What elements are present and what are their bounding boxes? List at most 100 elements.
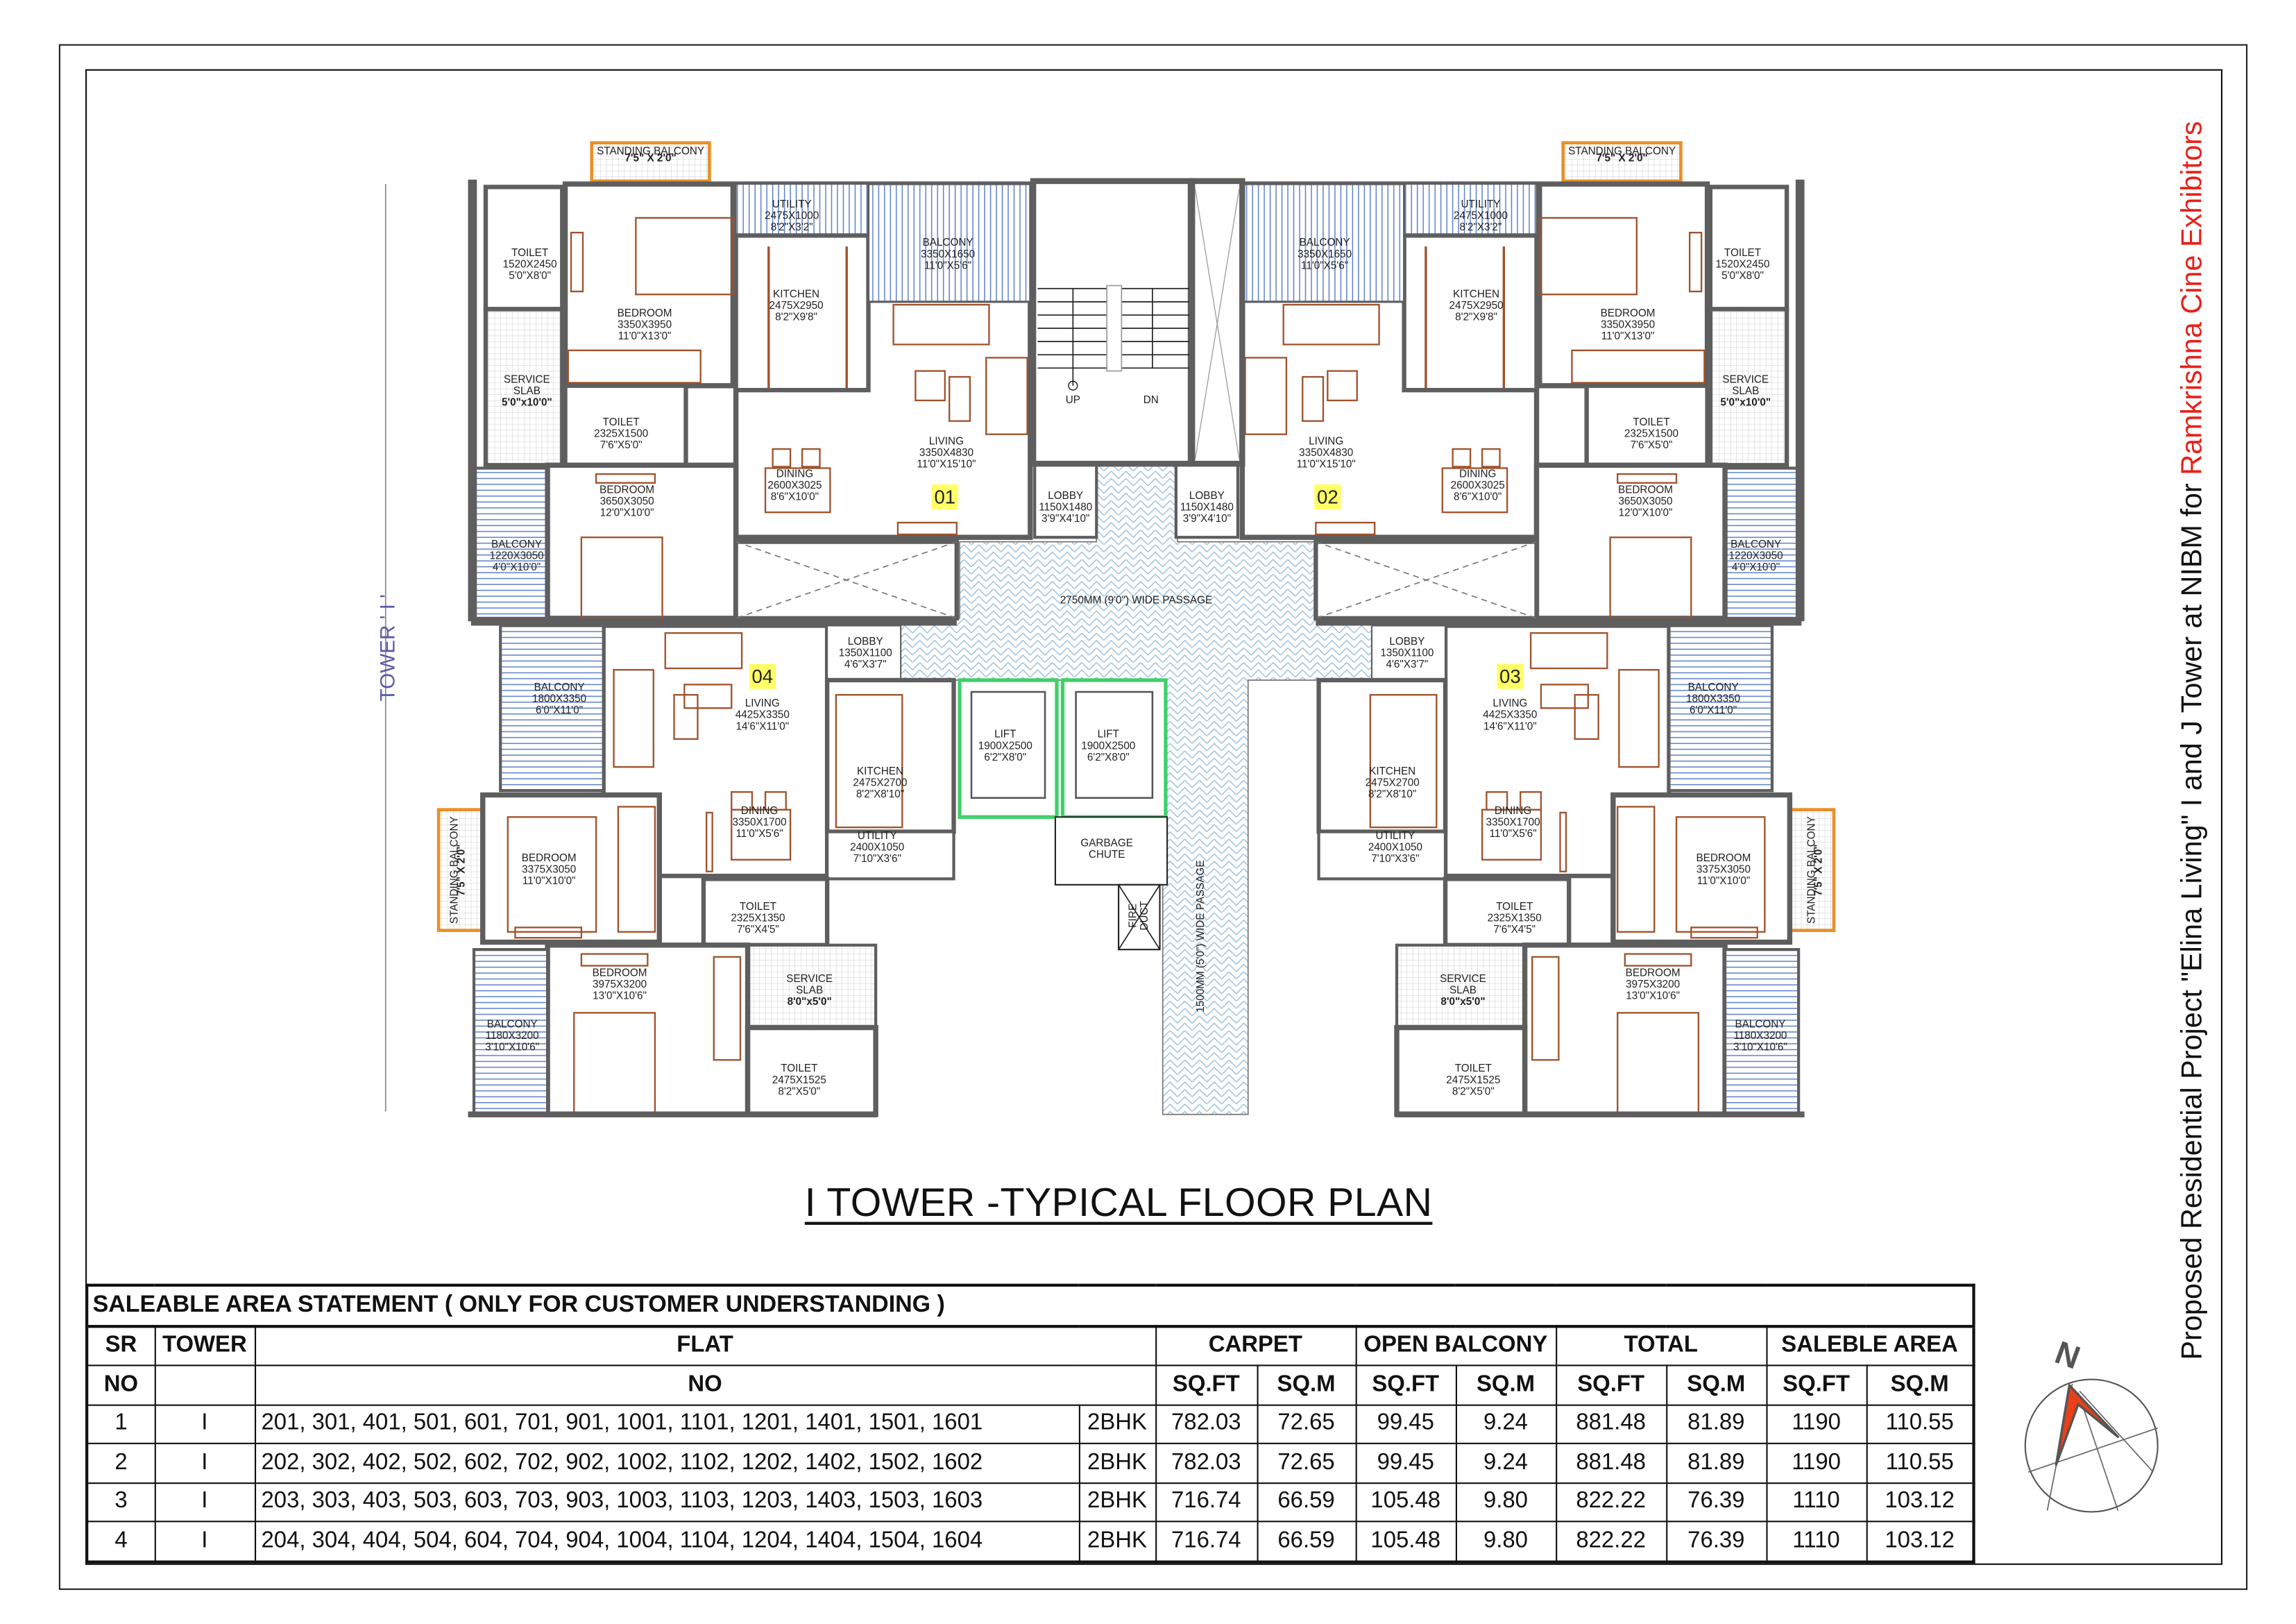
room-name: DUCT <box>1139 901 1150 930</box>
room-size-mm: 4425X3350 <box>735 709 790 721</box>
header-saleable: SALEBLE AREA <box>1765 1325 1975 1367</box>
room-size-ft: 5'0"X8'0" <box>509 270 551 282</box>
room-size-mm: 2475X2950 <box>769 300 824 312</box>
room-name: TOILET <box>1496 901 1533 913</box>
room-name: CHUTE <box>1089 849 1125 861</box>
room-name: BALCONY <box>1300 237 1350 248</box>
room-size-mm: 3650X3050 <box>600 496 654 507</box>
room-size-ft: 6'0"X11'0" <box>1690 704 1737 716</box>
room-size-ft: 8'6"X10'0" <box>771 491 819 502</box>
room-name: LOBBY <box>848 636 883 648</box>
room-size-ft: 7'5" X 2'0" <box>456 844 468 895</box>
room-name: GARBAGE <box>1080 838 1133 849</box>
cell-saleable-sqft: 1190 <box>1765 1442 1867 1484</box>
cell-balcony-sqft: 105.48 <box>1354 1521 1456 1562</box>
cell-balcony-sqft: 105.48 <box>1354 1482 1456 1523</box>
room-size-ft: 11'0"X5'6" <box>1301 260 1348 271</box>
cell-type: 2BHK <box>1078 1521 1157 1562</box>
cell-total-sqft: 822.22 <box>1555 1521 1667 1562</box>
room-size-ft: 14'6"X11'0" <box>1483 720 1537 732</box>
room-size-ft: 4'0"X10'0" <box>1732 561 1780 573</box>
room-size-ft: 11'0"X10'0" <box>1697 875 1751 887</box>
cell-saleable-sqm: 110.55 <box>1865 1403 1975 1444</box>
sheet-outer-border <box>58 44 2248 1590</box>
room-size-ft: 3'9"X4'10" <box>1183 513 1231 525</box>
room-size-mm: 3650X3050 <box>1618 496 1672 507</box>
room-size-ft: 7'10"X3'6" <box>853 853 901 865</box>
room-size-mm: 1800X3350 <box>532 693 586 704</box>
cell-balcony-sqm: 9.80 <box>1454 1521 1557 1562</box>
room-size-ft: 4'6"X3'7" <box>1386 659 1428 670</box>
room-size-mm: 2475X2950 <box>1449 300 1504 312</box>
room-size-ft: 12'0"X10'0" <box>1619 507 1673 519</box>
room-size-mm: 3350X1700 <box>732 817 786 829</box>
room-name: UTILITY <box>1375 830 1415 842</box>
room-size-ft: 4'0"X10'0" <box>493 561 541 573</box>
room-size-mm: 1180X3200 <box>1733 1030 1787 1042</box>
room-size-ft: 7'5" X 2'0" <box>624 153 676 164</box>
cell-total-sqm: 76.39 <box>1665 1521 1767 1562</box>
cell-sr: 2 <box>86 1442 155 1484</box>
room-name: BEDROOM <box>1626 967 1681 979</box>
flat-number: 03 <box>1499 666 1521 687</box>
cell-total-sqft: 881.48 <box>1555 1442 1667 1484</box>
room-size-ft: 5'0"x10'0" <box>1720 397 1771 409</box>
tower-label: TOWER ' I ' <box>376 594 399 701</box>
header-total: TOTAL <box>1555 1325 1767 1367</box>
header-sqm: SQ.M <box>1454 1364 1557 1405</box>
room-size-ft: 11'0"X5'6" <box>1490 828 1537 840</box>
room-name: LOBBY <box>1048 490 1083 502</box>
room-name: FIRE <box>1128 904 1139 928</box>
room-name: DINING <box>1495 805 1531 817</box>
cell-total-sqm: 76.39 <box>1665 1482 1767 1523</box>
header-sqm: SQ.M <box>1256 1364 1357 1405</box>
room-size-ft: 7'5" X 2'0" <box>1596 153 1647 164</box>
room-size-mm: 3975X3200 <box>593 979 647 990</box>
room-size-ft: 8'2"X3'2" <box>771 221 813 233</box>
cell-carpet-sqft: 716.74 <box>1155 1521 1258 1562</box>
room-size-ft: 14'6"X11'0" <box>735 720 789 732</box>
room-name: BEDROOM <box>522 852 577 864</box>
cell-balcony-sqft: 99.45 <box>1354 1442 1456 1484</box>
room-size-mm: 2400X1050 <box>1368 842 1422 854</box>
flat-number-badge <box>1497 663 1524 689</box>
room-size-mm: 3375X3050 <box>1697 863 1751 875</box>
room-size-ft: 7'6"X4'5" <box>737 924 779 936</box>
room-name: TOILET <box>781 1063 817 1074</box>
sheet-inner-border <box>85 69 2223 1565</box>
room-size-mm: 1900X2500 <box>978 740 1032 752</box>
room-name: BALCONY <box>491 539 542 550</box>
cell-sr: 3 <box>86 1482 155 1523</box>
header-sqm: SQ.M <box>1865 1364 1975 1405</box>
room-size-mm: 3975X3200 <box>1626 979 1680 990</box>
room-name: STANDING BALCONY <box>1568 146 1676 158</box>
cell-carpet-sqm: 72.65 <box>1256 1442 1357 1484</box>
room-size-mm: 2600X3025 <box>767 480 822 491</box>
header-sr-no: NO <box>86 1364 155 1405</box>
cell-saleable-sqft: 1110 <box>1765 1521 1867 1562</box>
room-name: BALCONY <box>487 1019 538 1031</box>
room-name: BALCONY <box>1688 682 1739 693</box>
room-name: LOBBY <box>1189 490 1225 502</box>
header-flat-no: NO <box>253 1364 1157 1405</box>
cell-tower: I <box>153 1482 256 1523</box>
room-name: SLAB <box>1449 984 1477 996</box>
passage-area <box>900 463 1377 1115</box>
